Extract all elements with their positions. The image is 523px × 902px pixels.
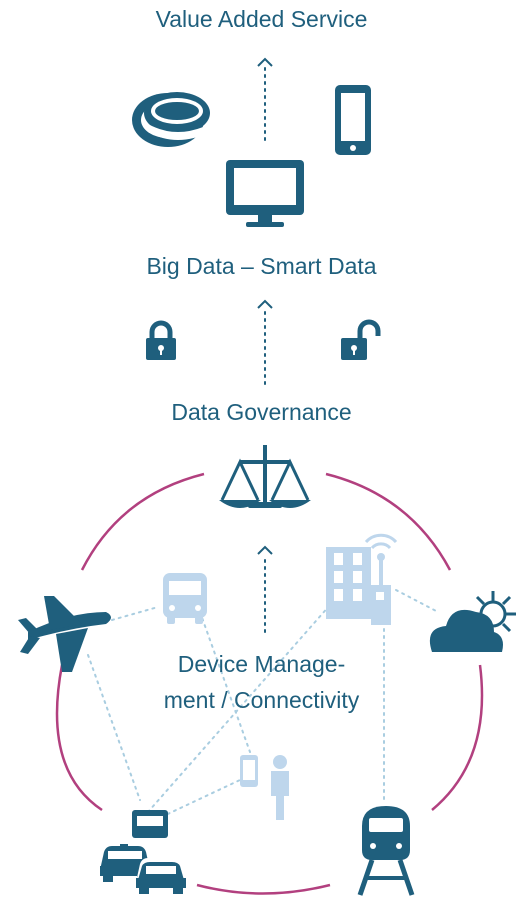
cars-truck-icon	[100, 810, 186, 894]
data-governance-label: Data Governance	[171, 399, 352, 425]
cloud-sun-icon	[429, 591, 516, 652]
coins-icon	[132, 92, 210, 147]
device-management-line2: ment / Connectivity	[163, 687, 360, 713]
network-links	[87, 589, 439, 821]
device-management-label: Device Manage- ment / Connectivity	[0, 646, 523, 718]
lock-closed-icon	[146, 320, 176, 360]
connectivity-ring	[55, 472, 484, 895]
monitor-icon	[226, 160, 304, 227]
value-added-service-label: Value Added Service	[155, 6, 368, 32]
scales-icon	[219, 445, 311, 508]
building-antenna-icon	[326, 533, 398, 625]
big-data-label: Big Data – Smart Data	[146, 253, 377, 279]
device-management-line1: Device Manage-	[177, 651, 346, 677]
train-icon	[357, 806, 415, 896]
smartphone-icon	[335, 85, 371, 155]
bus-icon	[163, 573, 207, 624]
smartphone-person-icon	[240, 755, 289, 820]
flow-arrows	[257, 57, 273, 633]
lock-open-icon	[341, 319, 381, 360]
airplane-icon	[18, 596, 111, 672]
